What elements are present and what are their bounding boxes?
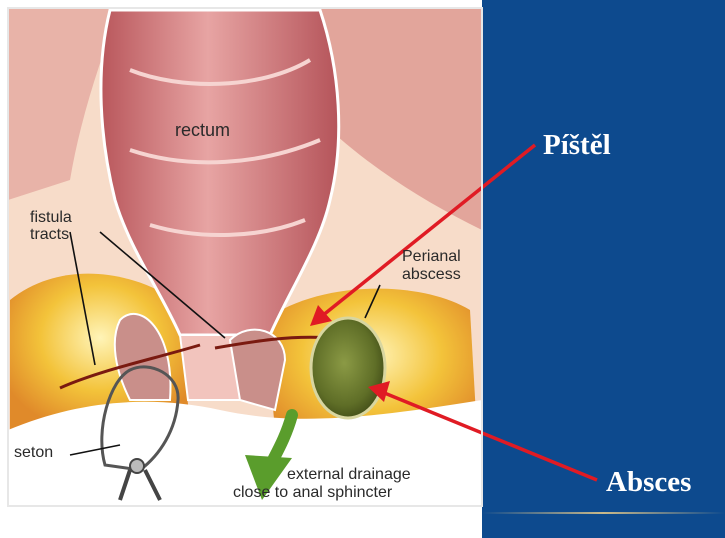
label-drainage-line1: external drainage	[287, 465, 411, 484]
label-rectum: rectum	[175, 121, 230, 140]
label-perianal-line1: Perianal	[402, 247, 461, 266]
label-seton: seton	[14, 443, 53, 462]
label-fistula-line2: tracts	[30, 225, 69, 244]
label-abscess-absces: Absces	[606, 465, 691, 499]
perianal-abscess	[311, 318, 385, 418]
label-drainage-line2: close to anal sphincter	[233, 483, 392, 502]
label-fistula-pistel: Píštěl	[543, 128, 611, 162]
label-perianal-line2: abscess	[402, 265, 461, 284]
